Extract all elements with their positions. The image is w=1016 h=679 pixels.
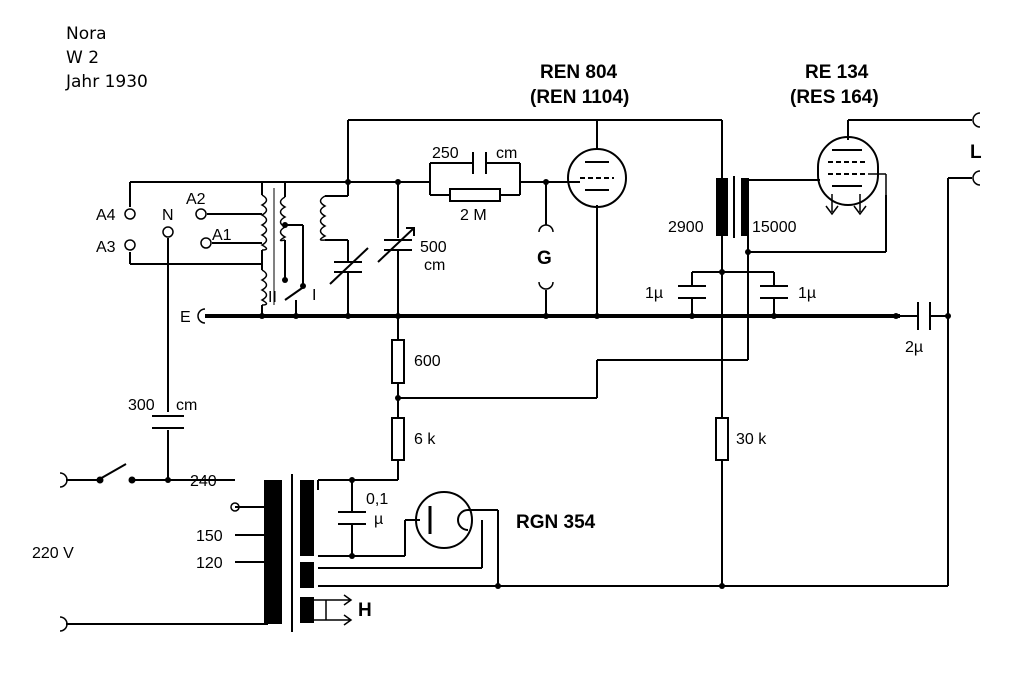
terminal-l-upper-socket [972, 112, 981, 128]
terminal-a2-socket [195, 208, 207, 220]
terminal-a1-socket [200, 237, 212, 249]
terminal-n-label: N [162, 207, 174, 224]
resistor-600-label: 600 [414, 353, 441, 370]
bypass-capacitor-a [678, 285, 706, 299]
tuning-cap-unit: cm [424, 257, 445, 274]
grid-cap-unit: cm [496, 145, 517, 162]
gramophone-socket [538, 224, 554, 290]
bypass-cap-b-label: 1µ [798, 285, 816, 302]
grid-capacitor [472, 152, 487, 174]
tap-150-label: 150 [196, 528, 223, 545]
filter-cap-unit: µ [374, 511, 383, 528]
switch-position-1-label: I [312, 287, 316, 304]
mains-plug-bottom [59, 616, 68, 632]
interstage-transformer [716, 176, 749, 238]
power-transformer [264, 474, 353, 632]
switch-position-2-label: II [268, 289, 277, 306]
tuning-capacitor[interactable] [377, 227, 415, 263]
grid-leak-resistor [449, 188, 501, 202]
rectifier-tube-name: RGN 354 [516, 512, 596, 533]
terminal-l-lower-socket [972, 170, 981, 186]
terminal-e-label: E [180, 309, 191, 326]
filter-capacitor [338, 511, 366, 525]
resistor-30k [715, 417, 729, 461]
detector-tube-name: REN 804 [540, 62, 618, 83]
resistor-6k-label: 6 k [414, 431, 436, 448]
resistor-6k [391, 417, 405, 461]
output-tube-alt: (RES 164) [790, 87, 879, 108]
tap-240-socket [230, 502, 240, 512]
mains-plug-top [59, 472, 68, 488]
title-year: Jahr 1930 [66, 72, 148, 92]
transformer-secondary-label: 15000 [752, 219, 797, 236]
terminal-a4-label: A4 [96, 207, 116, 224]
tap-120-label: 120 [196, 555, 223, 572]
output-tube [817, 136, 887, 216]
reaction-coil [319, 195, 327, 241]
rectifier-tube [415, 491, 473, 549]
terminal-a2-label: A2 [186, 191, 206, 208]
terminal-a1-label: A1 [212, 227, 232, 244]
tuning-cap-value: 500 [420, 239, 447, 256]
output-tube-name: RE 134 [805, 62, 869, 83]
terminal-a3-label: A3 [96, 239, 116, 256]
reaction-capacitor[interactable] [329, 247, 369, 285]
antenna-cap-value: 300 [128, 397, 155, 414]
transformer-primary-label: 2900 [668, 219, 704, 236]
antenna-cap-unit: cm [176, 397, 197, 414]
mains-switch[interactable] [96, 463, 136, 484]
title-model-number: W 2 [66, 48, 100, 68]
grid-leak-value: 2 M [460, 207, 487, 224]
filter-cap-value: 0,1 [366, 491, 388, 508]
resistor-30k-label: 30 k [736, 431, 767, 448]
mains-voltage-label: 220 V [32, 545, 74, 562]
terminal-a3-socket [124, 239, 136, 251]
resistor-600 [391, 339, 405, 384]
wiring [66, 119, 972, 625]
wave-band-switch[interactable] [284, 285, 306, 301]
bypass-capacitor-b [760, 285, 788, 299]
bypass-cap-a-label: 1µ [645, 285, 663, 302]
detector-tube-alt: (REN 1104) [530, 87, 629, 108]
heater-label: H [358, 600, 372, 621]
title-model-name: Nora [66, 24, 107, 44]
detector-tube [567, 148, 627, 208]
terminal-n-socket [162, 226, 174, 238]
terminal-a4-socket [124, 208, 136, 220]
terminal-e-socket [197, 308, 206, 324]
grid-cap-value: 250 [432, 145, 459, 162]
gramophone-label: G [537, 248, 552, 269]
output-cap-label: 2µ [905, 339, 923, 356]
aerial-coil-secondary [279, 196, 287, 242]
tap-240-label: 240 [190, 473, 217, 490]
output-coupling-capacitor [917, 302, 931, 330]
loudspeaker-label: L [970, 142, 982, 163]
antenna-capacitor [152, 415, 184, 429]
aerial-coil-primary [260, 194, 268, 306]
